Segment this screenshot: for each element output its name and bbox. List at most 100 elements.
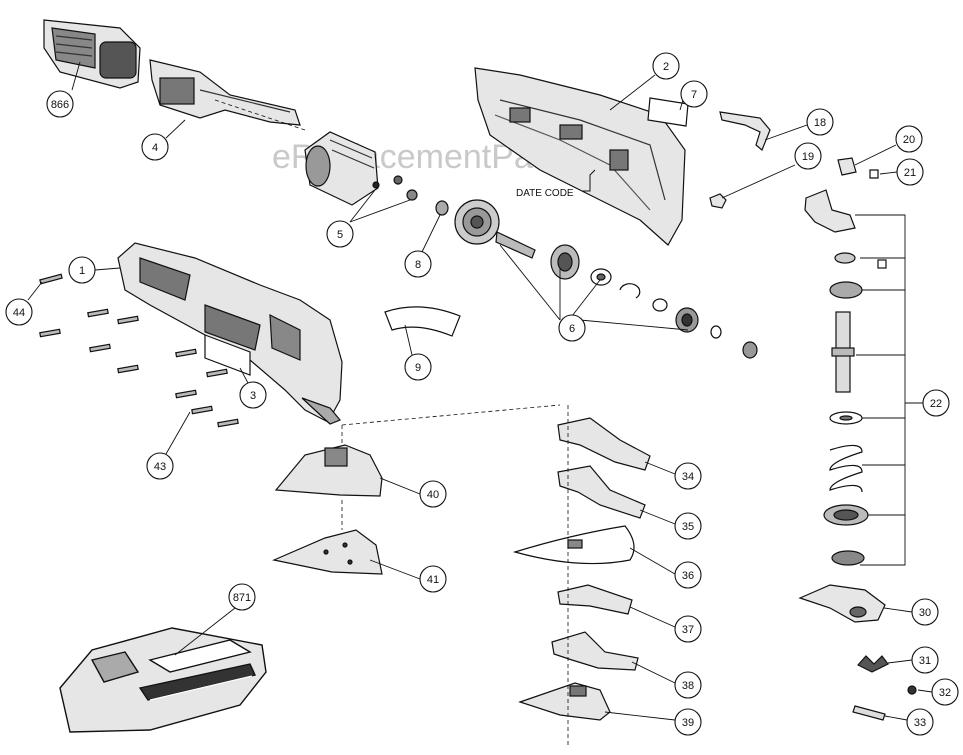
callout-39: 39 [674, 708, 702, 736]
callout-22: 22 [922, 389, 950, 417]
callout-35: 35 [674, 512, 702, 540]
callout-33: 33 [906, 708, 934, 736]
part-41-sandpaper [272, 529, 383, 575]
part-36-round-blade [512, 525, 635, 565]
callout-19: 19 [794, 142, 822, 170]
leader-line-32 [917, 689, 933, 693]
part-871-charger [59, 627, 267, 733]
callout-6: 6 [558, 314, 586, 342]
callout-circle [68, 256, 96, 284]
callout-number: 44 [13, 307, 25, 319]
callout-2: 2 [652, 52, 680, 80]
leader-line-39 [604, 711, 676, 721]
leader-line-871 [174, 607, 236, 656]
leader-line-18 [764, 124, 808, 141]
part-1-main-housing [117, 242, 343, 425]
callout-number: 38 [682, 680, 694, 692]
callout-circle [46, 90, 74, 118]
leader-line-36 [629, 547, 676, 575]
callout-number: 31 [919, 655, 931, 667]
callout-43: 43 [146, 452, 174, 480]
callout-number: 37 [682, 624, 694, 636]
part-motor [304, 131, 418, 206]
callout-number: 22 [930, 398, 942, 410]
callout-number: 41 [427, 574, 439, 586]
part-40-sanding-pad [274, 444, 383, 497]
callout-number: 6 [569, 323, 575, 335]
date-code-label: DATE CODE [516, 188, 574, 199]
leader-line-20 [854, 144, 897, 166]
leader-line-44 [27, 281, 43, 301]
callout-number: 2 [663, 61, 669, 73]
part-32-screw [907, 685, 917, 695]
callout-38: 38 [674, 671, 702, 699]
callout-number: 32 [939, 687, 951, 699]
callout-37: 37 [674, 615, 702, 643]
callout-circle [794, 142, 822, 170]
callout-number: 18 [814, 117, 826, 129]
part-19-button [709, 193, 727, 209]
callout-circle [419, 480, 447, 508]
callout-circle [228, 583, 256, 611]
part-9-cover-sheet [384, 306, 461, 337]
callout-number: 43 [154, 461, 166, 473]
leader-line-38 [631, 661, 676, 684]
callout-3: 3 [239, 381, 267, 409]
leader-line-19 [721, 164, 796, 199]
part-20-cap [837, 157, 857, 176]
callout-group: 8664582718192021144343962240413435363738… [5, 52, 959, 736]
callout-number: 33 [914, 717, 926, 729]
callout-866: 866 [46, 90, 74, 118]
leader-line-30 [883, 607, 913, 613]
callout-20: 20 [895, 125, 923, 153]
callout-number: 1 [79, 265, 85, 277]
callout-number: 30 [919, 607, 931, 619]
callout-21: 21 [896, 158, 924, 186]
callout-circle [674, 561, 702, 589]
leader-line-43 [165, 411, 191, 455]
callout-circle [674, 462, 702, 490]
part-22-spindle-assembly [804, 189, 887, 566]
leader-line-6 [499, 244, 561, 321]
callout-31: 31 [911, 646, 939, 674]
callout-number: 866 [51, 99, 69, 111]
date-code-leader [583, 169, 596, 192]
part-8-pinion [435, 200, 449, 216]
screws-group [39, 273, 239, 428]
callout-number: 7 [691, 89, 697, 101]
callout-number: 5 [337, 229, 343, 241]
callout-circle [5, 298, 33, 326]
leader-lines [27, 61, 933, 721]
callout-number: 20 [903, 134, 915, 146]
leader-line-8 [421, 214, 441, 253]
leader-line-6 [571, 279, 601, 317]
callout-circle [922, 389, 950, 417]
callout-circle [326, 220, 354, 248]
leader-line-4 [165, 119, 186, 139]
dashed-reference-lines [214, 99, 569, 745]
callout-871: 871 [228, 583, 256, 611]
callout-4: 4 [141, 133, 169, 161]
callout-number: 34 [682, 471, 694, 483]
callout-40: 40 [419, 480, 447, 508]
part-39-blade [518, 682, 611, 721]
part-866-battery [43, 19, 141, 89]
leader-line-41 [369, 559, 421, 580]
leader-line-35 [639, 509, 676, 525]
callout-9: 9 [404, 353, 432, 381]
part-37-blade [557, 584, 633, 615]
callout-circle [895, 125, 923, 153]
leader-line-40 [379, 477, 421, 495]
part-18-lever [719, 111, 771, 151]
part-4-switch-assembly [149, 59, 301, 126]
callout-number: 35 [682, 521, 694, 533]
leader-line-6 [579, 319, 689, 331]
bracket-22 [855, 214, 906, 566]
leader-line-31 [887, 659, 913, 664]
callout-circle [652, 52, 680, 80]
part-35-blade [557, 465, 646, 519]
leader-line-33 [884, 715, 908, 721]
part-7-label [647, 97, 689, 127]
